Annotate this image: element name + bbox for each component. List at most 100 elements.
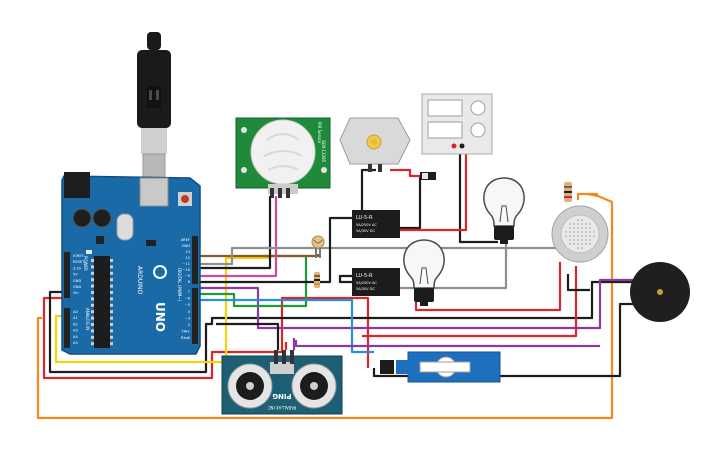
wire-pink[interactable]	[196, 196, 278, 278]
chip-pin	[110, 329, 113, 333]
wire-black-bulb1[interactable]	[458, 150, 498, 244]
wire-red-supply2[interactable]	[400, 150, 468, 232]
dc-motor[interactable]	[339, 117, 411, 172]
mesh-dot	[577, 247, 579, 249]
wire-blue[interactable]	[196, 298, 374, 354]
supply-knob-icon[interactable]	[470, 100, 486, 116]
power-header	[64, 252, 70, 298]
mesh-dot	[585, 223, 587, 225]
mesh-dot	[589, 243, 591, 245]
wire-purple-long[interactable]	[196, 278, 640, 330]
mesh-dot	[585, 227, 587, 229]
photoresistor[interactable]	[311, 235, 325, 258]
mesh-dot	[589, 231, 591, 233]
wire-red-bulb2[interactable]	[414, 262, 562, 312]
chip-pin	[110, 335, 113, 339]
ultrasonic-sensor[interactable]: PING PARALLAX INC	[221, 350, 343, 415]
wire-black-buzzer[interactable]	[372, 302, 640, 378]
wire-orange-gas[interactable]	[576, 192, 598, 200]
chip-pin	[91, 310, 94, 314]
wire-black-pir[interactable]	[196, 196, 272, 270]
supply-display-top	[427, 99, 463, 117]
wire-black-gas[interactable]	[566, 274, 590, 292]
light-bulb-1[interactable]	[483, 177, 525, 244]
pin-label: A5	[73, 341, 78, 345]
chip-pin	[110, 323, 113, 326]
mesh-dot	[569, 223, 571, 225]
wire-black-ping[interactable]	[216, 322, 280, 350]
relay-2-title: LU-5-R	[356, 273, 373, 279]
reset-button-cap[interactable]	[181, 195, 189, 203]
pin-label: GND	[73, 279, 81, 283]
chip-pin	[110, 271, 113, 275]
mesh-dot	[569, 239, 571, 241]
arduino-model: UNO	[153, 302, 167, 332]
arduino-logo-icon	[153, 265, 167, 279]
arduino-uno-board[interactable]: ARDUINO UNO POWER ANALOG IN DIGITAL (PWM…	[61, 172, 201, 355]
chip-pin	[91, 278, 94, 282]
mesh-dot	[577, 239, 579, 241]
pin-label: GND	[73, 285, 81, 289]
relay-2[interactable]: LU-5-R 5A/250V AC 5A/30V DC	[352, 268, 400, 296]
wire-orange-loop[interactable]	[36, 192, 614, 420]
pin-label: 13	[185, 250, 190, 254]
mesh-dot	[569, 227, 571, 229]
wire-red-left[interactable]	[42, 296, 370, 380]
chip-pin	[110, 265, 113, 269]
relay-1-title: LU-5-R	[356, 215, 373, 221]
mesh-dot	[573, 223, 575, 225]
mesh-dot	[581, 231, 583, 233]
chip-pin	[91, 297, 94, 301]
chip-pin	[110, 297, 113, 301]
mesh-dot	[589, 235, 591, 237]
pir-sensor[interactable]: PIR Sensor SEN-13285	[235, 117, 331, 198]
analog-header-title: ANALOG IN	[85, 308, 90, 330]
wire-black-left[interactable]	[48, 280, 632, 374]
analog-header	[64, 308, 70, 348]
piezo-buzzer[interactable]	[630, 262, 690, 322]
chip-pin	[91, 259, 94, 262]
chip-pin	[91, 284, 94, 288]
slide-switch[interactable]	[420, 172, 436, 180]
pin-label: RX◂0	[181, 336, 191, 340]
wire-brown[interactable]	[196, 254, 320, 258]
wire-black-relay[interactable]	[196, 216, 352, 284]
mesh-dot	[585, 235, 587, 237]
chip-pin	[91, 323, 94, 326]
mesh-dot	[573, 235, 575, 237]
pin-label: 3.3V	[73, 266, 82, 270]
resistor-1[interactable]	[314, 272, 320, 288]
wire-red-supply[interactable]	[390, 168, 424, 178]
usb-cable	[137, 32, 171, 185]
wire-black-supply[interactable]	[400, 174, 434, 230]
servo-motor[interactable]	[380, 351, 501, 383]
mesh-dot	[565, 231, 567, 233]
light-bulb-2[interactable]	[403, 239, 445, 306]
mesh-dot	[569, 235, 571, 237]
capacitor	[92, 208, 112, 228]
mesh-dot	[565, 235, 567, 237]
mesh-dot	[589, 239, 591, 241]
wire-black-relay2[interactable]	[338, 274, 352, 284]
atmega-pins	[91, 259, 113, 346]
pin-label: ~6	[185, 297, 191, 301]
pin-label: AREF	[181, 238, 190, 242]
wire-black-motor[interactable]	[360, 168, 376, 212]
power-supply[interactable]	[421, 93, 493, 155]
relay-2-line2: 5A/250V AC	[356, 281, 377, 285]
gas-sensor[interactable]	[551, 182, 609, 263]
mesh-dot	[581, 223, 583, 225]
mesh-dot	[585, 243, 587, 245]
mesh-dot	[577, 243, 579, 245]
mesh-dot	[581, 235, 583, 237]
pin-label: 8	[188, 280, 191, 284]
pin-label: 12	[185, 256, 190, 260]
relay-1[interactable]: LU-5-R 5A/250V AC 5A/30V DC	[352, 210, 400, 238]
pin-label: A4	[73, 335, 78, 339]
pin-label: A0	[73, 310, 78, 314]
mesh-dot	[581, 239, 583, 241]
supply-knob-icon[interactable]	[470, 122, 486, 138]
wire-purple-2[interactable]	[294, 340, 600, 348]
usb-port	[139, 177, 169, 207]
